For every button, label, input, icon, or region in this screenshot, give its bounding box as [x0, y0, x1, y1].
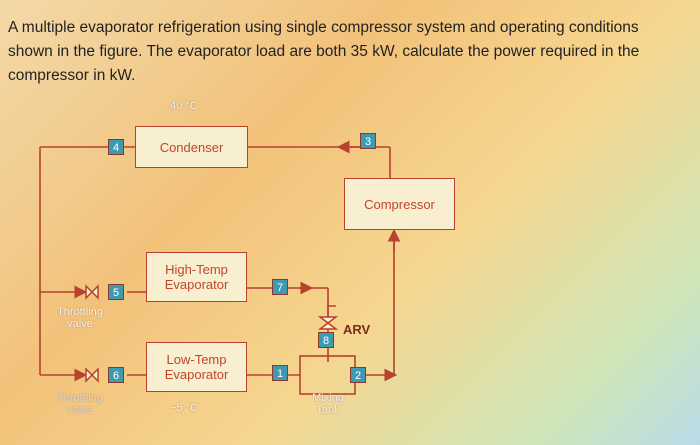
state-1-badge: 1	[272, 365, 288, 381]
throttling-valve-top-label: Throttling valve	[57, 306, 103, 330]
condenser-temp: 40 °C	[170, 100, 198, 112]
compressor-label: Compressor	[364, 196, 435, 212]
condenser-label: Condenser	[159, 139, 224, 155]
mixing-tank-label: Mixing Tank	[312, 392, 344, 416]
high-evap-line-1: High-Temp	[165, 262, 228, 277]
refrigeration-diagram: 40 °C Condenser 4 3 Compressor High-Temp…	[0, 92, 700, 445]
low-evap-temp: −5 °C	[170, 402, 198, 414]
condenser-box: Condenser	[135, 126, 248, 168]
throttle-bottom-symbol	[85, 367, 99, 383]
state-5-badge: 5	[108, 284, 124, 300]
state-4-badge: 4	[108, 139, 124, 155]
high-temp-evaporator-box: High-Temp Evaporator	[146, 252, 247, 302]
high-evap-line-2: Evaporator	[164, 277, 229, 292]
arv-valve-symbol	[317, 305, 339, 330]
question-line-3: compressor in kW.	[8, 67, 136, 84]
compressor-box: Compressor	[344, 178, 455, 230]
throttle-top-symbol	[85, 284, 99, 300]
low-temp-evaporator-box: Low-Temp Evaporator	[146, 342, 247, 392]
low-evap-line-2: Evaporator	[164, 367, 229, 382]
state-7-badge: 7	[272, 279, 288, 295]
state-8-badge: 8	[318, 332, 334, 348]
low-evap-line-1: Low-Temp	[166, 352, 227, 367]
state-2-badge: 2	[350, 367, 366, 383]
question-line-2: shown in the figure. The evaporator load…	[8, 43, 640, 60]
state-6-badge: 6	[108, 367, 124, 383]
throttling-valve-bottom-label: Throttling valve	[57, 392, 103, 416]
question-text: A multiple evaporator refrigeration usin…	[8, 16, 692, 88]
state-3-badge: 3	[360, 133, 376, 149]
question-line-1: A multiple evaporator refrigeration usin…	[8, 19, 639, 36]
arv-label: ARV	[343, 322, 371, 337]
